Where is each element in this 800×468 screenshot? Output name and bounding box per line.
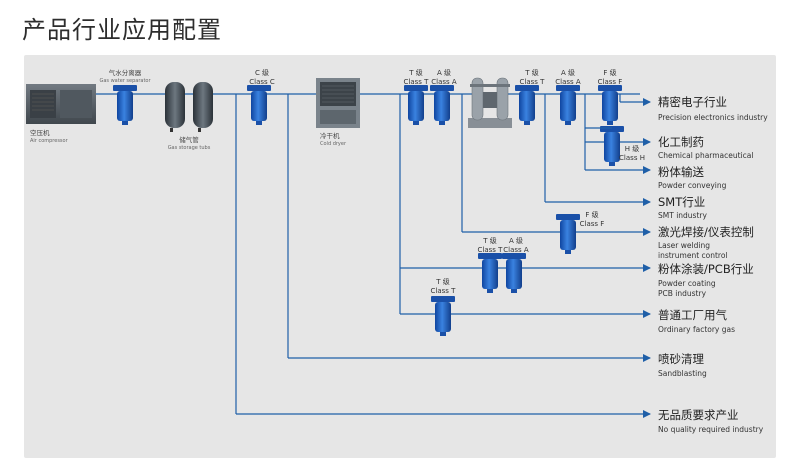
label-f-laser-en: Class F — [580, 220, 605, 228]
label-a-main-en: Class A — [431, 78, 457, 86]
filter-separator — [113, 85, 137, 125]
industry-factory-cn: 普通工厂用气 — [658, 308, 727, 322]
industry-smt-cn: SMT行业 — [658, 195, 705, 209]
industry-noquality-en: No quality required industry — [658, 425, 764, 434]
industry-powder-coating-cn: 粉体涂装/PCB行业 — [658, 262, 754, 276]
label-t-main-en: Class T — [404, 78, 430, 86]
label-a-main-cn: A 级 — [437, 68, 451, 77]
label-t-powder-cn: T 级 — [482, 236, 497, 245]
label-compressor-cn: 空压机 — [30, 128, 50, 137]
filter-class-t-powder — [478, 253, 502, 293]
industry-noquality-cn: 无品质要求产业 — [658, 408, 739, 422]
label-h-cn: H 级 — [625, 144, 640, 153]
label-f-post-en: Class F — [598, 78, 623, 86]
label-c-cn: C 级 — [255, 68, 269, 77]
industry-powder-conveying-en: Powder conveying — [658, 181, 727, 190]
industry-powder-conveying-cn: 粉体输送 — [658, 165, 704, 179]
filter-class-f-laser — [556, 214, 580, 254]
industry-sandblast-en: Sandblasting — [658, 369, 707, 378]
label-f-laser-cn: F 级 — [585, 210, 598, 219]
filter-class-a-post — [556, 85, 580, 125]
filter-class-a-main — [430, 85, 454, 125]
page-title: 产品行业应用配置 — [22, 16, 222, 44]
industry-precision-cn: 精密电子行业 — [658, 95, 727, 109]
label-a-post-cn: A 级 — [561, 68, 575, 77]
label-t-powder-en: Class T — [478, 246, 504, 254]
filter-class-a-powder — [502, 253, 526, 293]
filter-class-c — [247, 85, 271, 125]
filter-class-t-factory — [431, 296, 455, 336]
label-storage-en: Gas storage tubs — [168, 145, 211, 151]
label-h-en: Class H — [619, 154, 645, 162]
label-t-main-cn: T 级 — [408, 68, 423, 77]
filter-class-t-main — [404, 85, 428, 125]
industry-chemical-en: Chemical pharmaceutical — [658, 151, 753, 160]
label-t-factory-cn: T 级 — [435, 277, 450, 286]
pipe-lines — [96, 93, 651, 418]
label-f-post-cn: F 级 — [603, 68, 616, 77]
label-c-en: Class C — [249, 78, 275, 86]
label-t-factory-en: Class T — [431, 287, 457, 295]
label-dryer-en: Cold dryer — [320, 141, 347, 147]
label-a-powder-cn: A 级 — [509, 236, 523, 245]
filter-class-t-post — [515, 85, 539, 125]
label-separator-en: Gas water separator — [99, 78, 151, 84]
industry-chemical-cn: 化工制药 — [658, 135, 704, 149]
label-separator-cn: 气水分离器 — [109, 68, 142, 77]
cold-dryer — [316, 78, 360, 128]
industry-laser-en-1: Laser welding — [658, 241, 710, 250]
industry-powder-coating-en-1: Powder coating — [658, 279, 716, 288]
air-compressor — [26, 84, 96, 124]
industry-labels: 精密电子行业 Precision electronics industry 化工… — [658, 95, 768, 434]
industry-laser-en-2: instrument control — [658, 251, 728, 260]
adsorption-dryer — [468, 77, 512, 128]
label-t-post-en: Class T — [520, 78, 546, 86]
industry-smt-en: SMT industry — [658, 211, 707, 220]
label-dryer-cn: 冷干机 — [320, 131, 340, 140]
industry-powder-coating-en-2: PCB industry — [658, 289, 707, 298]
label-a-powder-en: Class A — [503, 246, 529, 254]
label-storage-cn: 储气管 — [179, 135, 199, 144]
industry-sandblast-cn: 喷砂清理 — [658, 352, 704, 366]
filter-class-f-post — [598, 85, 622, 125]
industry-laser-cn: 激光焊接/仪表控制 — [658, 225, 754, 239]
industry-factory-en: Ordinary factory gas — [658, 325, 735, 334]
label-compressor-en: Air compressor — [30, 138, 69, 144]
industry-precision-en: Precision electronics industry — [658, 113, 768, 122]
gas-storage-tanks — [165, 82, 213, 132]
label-t-post-cn: T 级 — [524, 68, 539, 77]
label-a-post-en: Class A — [555, 78, 581, 86]
